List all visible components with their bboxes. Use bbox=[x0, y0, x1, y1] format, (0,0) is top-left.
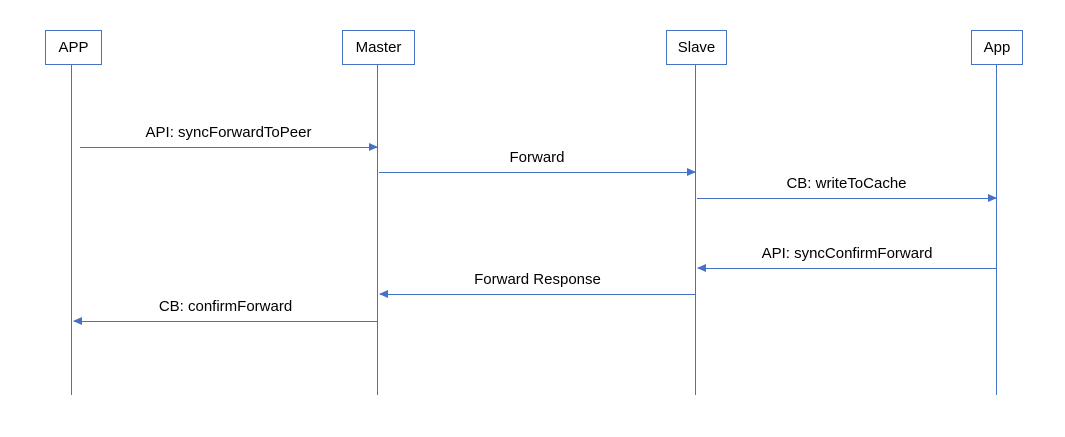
message-label: API: syncForwardToPeer bbox=[145, 124, 312, 141]
lifeline-master bbox=[377, 65, 379, 395]
actor-box-master: Master bbox=[342, 30, 415, 65]
message-label: Forward bbox=[509, 149, 565, 166]
lifeline-app-left bbox=[71, 65, 73, 395]
actor-label: APP bbox=[58, 39, 89, 56]
arrowhead-left-icon bbox=[73, 317, 82, 326]
message-arrow-write-to-cache: CB: writeToCache bbox=[697, 175, 997, 203]
lifeline-app-right bbox=[996, 65, 998, 395]
lifeline-slave bbox=[695, 65, 697, 395]
actor-box-app-right: App bbox=[971, 30, 1023, 65]
message-label: CB: writeToCache bbox=[786, 175, 907, 192]
arrowhead-right-icon bbox=[369, 143, 378, 152]
message-arrow-sync-confirm-forward: API: syncConfirmForward bbox=[697, 245, 996, 273]
message-arrow-sync-forward-to-peer: API: syncForwardToPeer bbox=[80, 124, 378, 152]
actor-box-app-left: APP bbox=[45, 30, 102, 65]
actor-label: Slave bbox=[677, 39, 716, 56]
arrowhead-right-icon bbox=[687, 168, 696, 177]
arrowhead-left-icon bbox=[697, 264, 706, 273]
message-arrow-confirm-forward: CB: confirmForward bbox=[73, 298, 377, 326]
actor-label: App bbox=[983, 39, 1011, 56]
arrowhead-left-icon bbox=[379, 290, 388, 299]
message-arrow-forward-response: Forward Response bbox=[379, 271, 695, 299]
message-label: Forward Response bbox=[474, 271, 601, 288]
actor-label: Master bbox=[355, 39, 402, 56]
message-label: API: syncConfirmForward bbox=[761, 245, 933, 262]
arrowhead-right-icon bbox=[988, 194, 997, 203]
message-arrow-forward: Forward bbox=[379, 149, 696, 177]
message-label: CB: confirmForward bbox=[158, 298, 293, 315]
actor-box-slave: Slave bbox=[666, 30, 727, 65]
